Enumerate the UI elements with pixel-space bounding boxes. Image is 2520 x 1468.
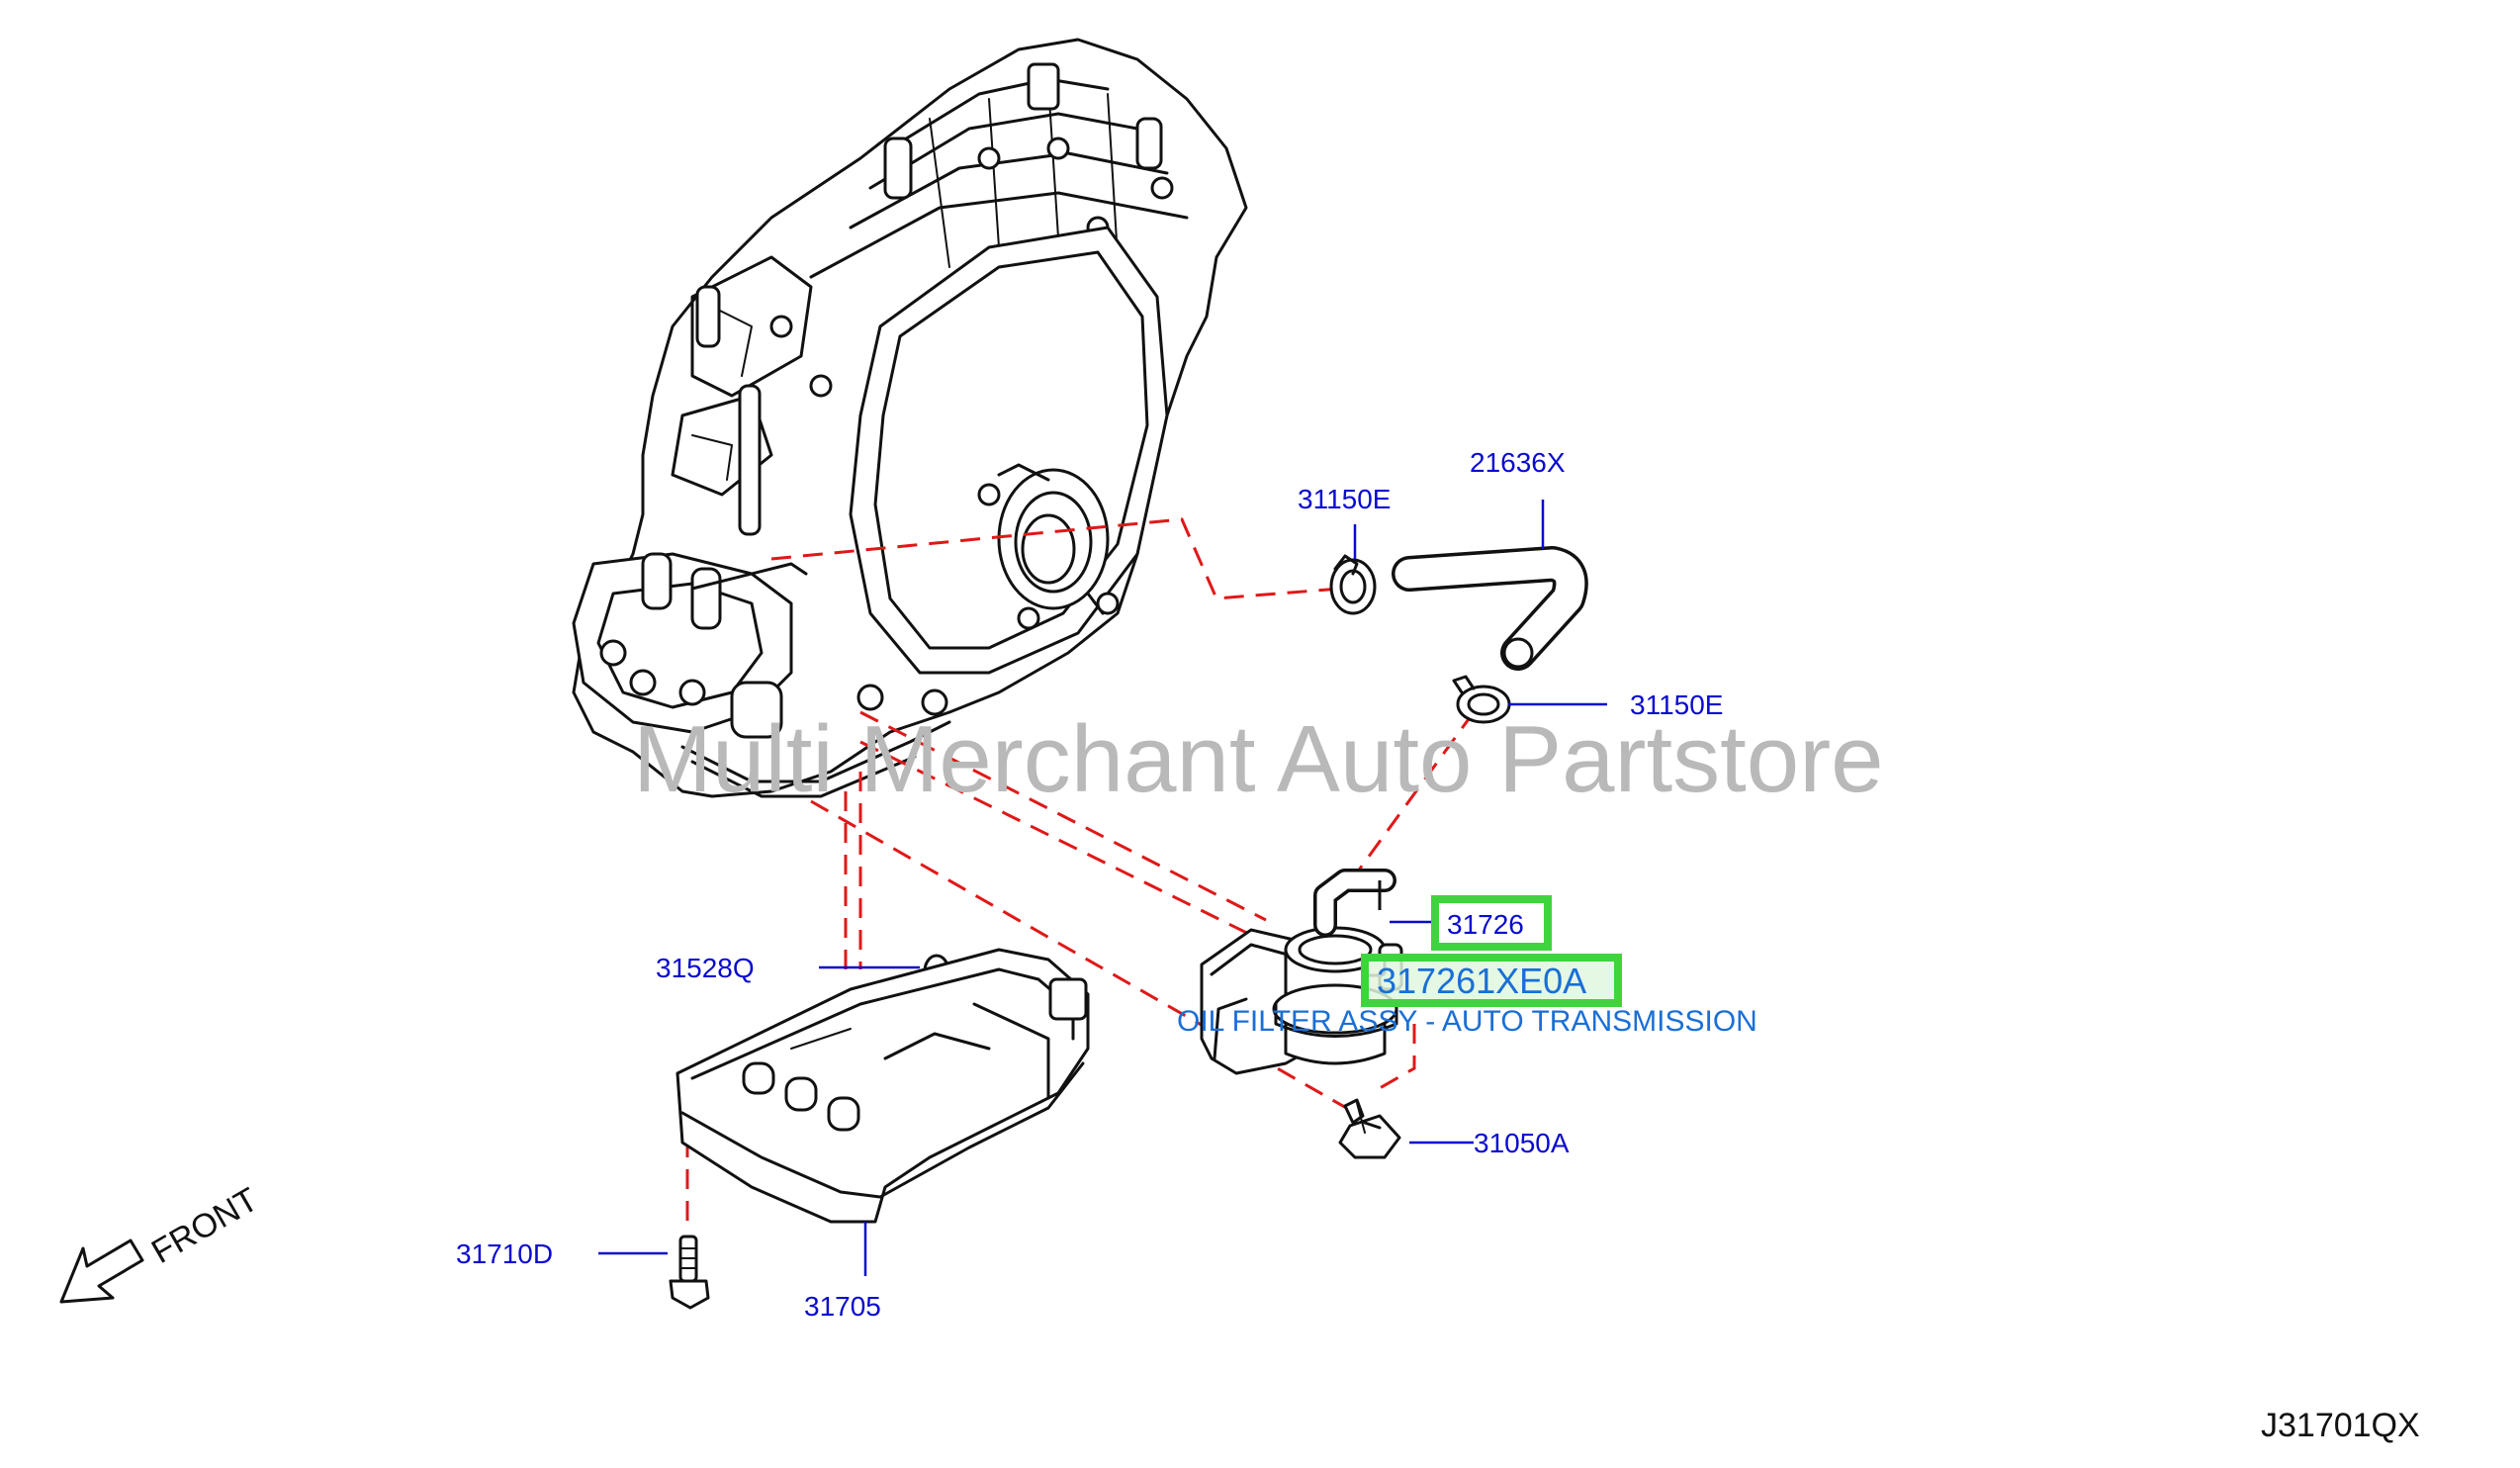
hose-21636x-drawing	[1392, 546, 1588, 671]
label-31710d[interactable]: 31710D	[456, 1239, 553, 1269]
dash-bell-to-hose-clamp	[770, 517, 1341, 600]
label-31705[interactable]: 31705	[804, 1291, 881, 1322]
part-number-317261xe0a[interactable]: 317261XE0A	[1377, 961, 1586, 1001]
part-description: OIL FILTER ASSY - AUTO TRANSMISSION	[1177, 1005, 1757, 1038]
bolt-31710d-drawing	[669, 1235, 710, 1310]
label-31726[interactable]: 31726	[1447, 909, 1524, 940]
highlight-box-31726	[1431, 895, 1552, 951]
front-arrow-icon	[59, 1239, 144, 1304]
dash-filter-to-bolt	[1379, 1024, 1416, 1090]
dash-case-to-filter-upper	[859, 710, 1267, 922]
highlighted-part-number[interactable]: 317261XE0A	[1361, 954, 1622, 1007]
watermark-text: Multi Merchant Auto Partstore	[633, 706, 1884, 812]
diagram-code: J31701QX	[2261, 1407, 2420, 1444]
highlight-fill	[1365, 958, 1618, 1003]
dash-clamp-to-filter	[1353, 711, 1476, 876]
highlight-box-part-number	[1361, 954, 1622, 1007]
front-direction-indicator: FRONT	[59, 1180, 264, 1304]
front-label: FRONT	[145, 1180, 264, 1270]
bolt-31050a-drawing	[1338, 1098, 1401, 1159]
label-31050a[interactable]: 31050A	[1474, 1128, 1570, 1158]
hose-clamp-top-drawing	[1329, 554, 1377, 615]
hose-clamp-right-drawing	[1452, 675, 1511, 724]
part-labels: 21636X 31150E 31150E 31528Q 31050A 31710…	[456, 447, 1723, 1322]
label-leader-lines	[598, 500, 1607, 1276]
label-21636x[interactable]: 21636X	[1470, 447, 1566, 478]
oil-strainer-drawing	[675, 948, 1090, 1224]
dash-case-to-filter-mid	[859, 740, 1282, 952]
label-31528q[interactable]: 31528Q	[656, 953, 755, 983]
highlighted-part-31726[interactable]: 31726	[1431, 895, 1552, 951]
label-31150e-right[interactable]: 31150E	[1630, 689, 1723, 720]
label-31150e-top[interactable]: 31150E	[1298, 484, 1391, 514]
transmission-assembly-drawing	[572, 38, 1248, 798]
